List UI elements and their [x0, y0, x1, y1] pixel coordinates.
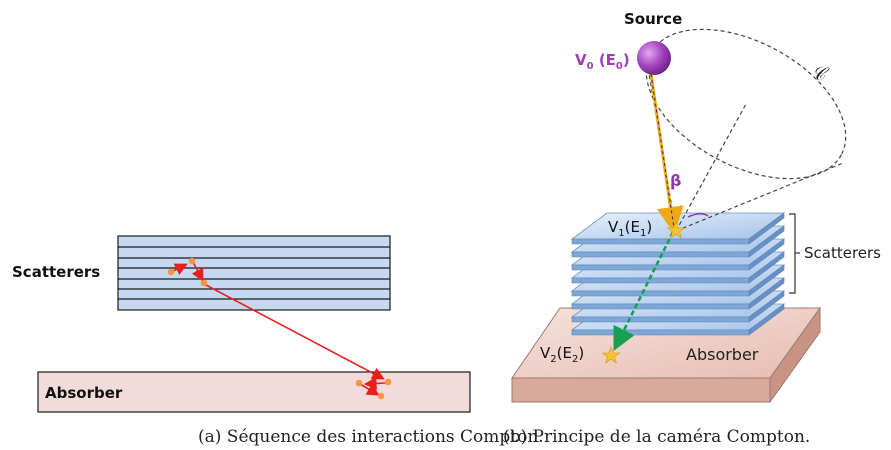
scatterer-plate-edge	[571, 329, 750, 336]
left-diagram: Scatterers Absorber	[12, 235, 471, 413]
primary-gamma-ray	[649, 73, 684, 234]
scatterer-layer-lines	[118, 246, 390, 300]
interaction-point	[384, 378, 392, 386]
scatterer-plate-side	[748, 251, 785, 284]
absorber-label: Absorber	[45, 384, 123, 402]
beta-label: β	[670, 171, 681, 190]
primary-ray-dashes	[650, 73, 675, 229]
scatterers-label-right: Scatterers	[804, 244, 881, 262]
scatterer-plate-side	[748, 277, 785, 310]
scatterer-plates	[570, 212, 786, 336]
beta-angle-arc	[687, 213, 709, 218]
interaction-point	[188, 257, 196, 265]
scatterer-plate-edge	[571, 290, 750, 297]
cone-ellipse	[645, 28, 847, 180]
scatterer-plate-side	[748, 264, 785, 297]
source-sphere	[637, 41, 671, 75]
scatterer-stack	[117, 235, 391, 311]
v2-star	[601, 346, 621, 364]
scattered-gamma-ray	[613, 231, 675, 351]
scatterer-plate-edge	[571, 264, 750, 271]
scatterers-label: Scatterers	[12, 263, 100, 281]
scatterer-plate-side	[748, 290, 785, 323]
source-label: Source	[624, 10, 682, 28]
caption-b: (b) Principe de la caméra Compton.	[503, 427, 811, 447]
scatterer-plate-edge	[571, 303, 750, 310]
absorber-block	[37, 371, 471, 413]
scatterer-plate-edge	[571, 277, 750, 284]
v1-label: V1(E1)	[608, 218, 652, 239]
cone-label: 𝒞	[812, 64, 830, 85]
interaction-point	[167, 268, 175, 276]
interaction-point	[355, 379, 363, 387]
v1-star	[666, 221, 686, 239]
absorber-label-right: Absorber	[686, 345, 759, 364]
interaction-point	[377, 392, 385, 400]
scatterer-plate-side	[748, 303, 785, 336]
v0-label: V0 (E0)	[575, 51, 630, 72]
scatterer-plate-edge	[571, 238, 750, 245]
interaction-point	[200, 279, 208, 287]
scatterer-plate-side	[748, 212, 785, 245]
compton-cone	[645, 28, 847, 232]
interaction-tracks	[172, 261, 386, 396]
right-diagram: Absorber Scatterers Source V0 (E0) 𝒞	[511, 10, 881, 404]
scatterer-plate-edge	[571, 316, 750, 323]
scatterer-plate-side	[748, 225, 785, 258]
scatterer-plate-side	[748, 238, 785, 271]
interaction-points	[167, 257, 392, 400]
v2-label: V2(E2)	[540, 344, 584, 365]
caption-a: (a) Séquence des interactions Compton.	[198, 427, 544, 447]
scatterers-bracket	[789, 213, 800, 294]
